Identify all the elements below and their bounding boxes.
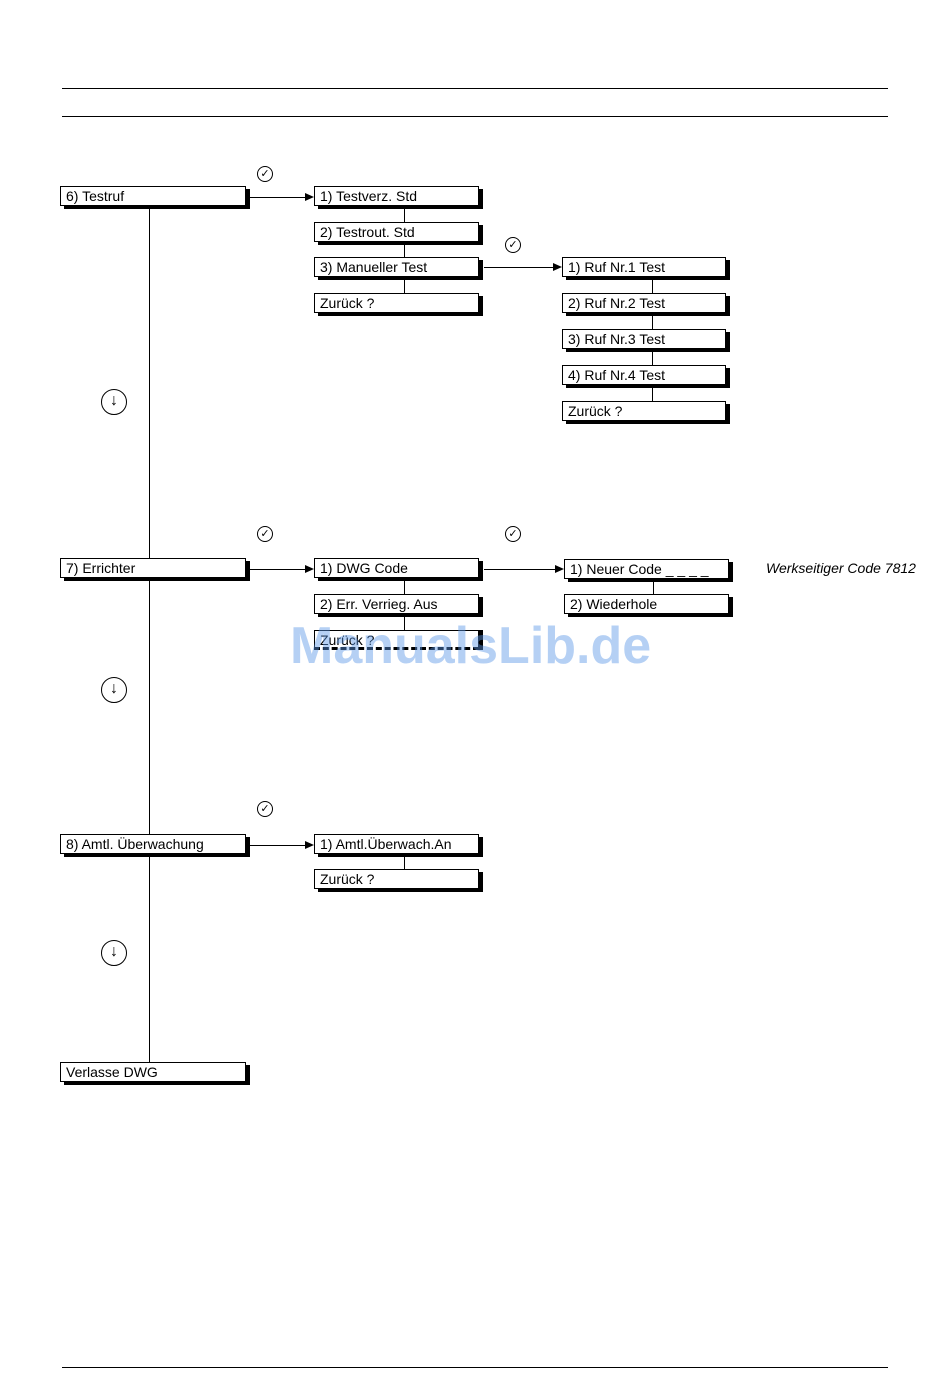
testruf-item-2: 2) Testrout. Std <box>314 222 479 242</box>
factory-code-note: Werkseitiger Code 7812 <box>766 560 916 576</box>
down-arrow-icon: ↓ <box>101 677 127 703</box>
top-rule-2 <box>62 116 888 117</box>
main-spine <box>149 207 150 1063</box>
arrow-right-icon <box>305 841 314 849</box>
arrow-right-icon <box>305 565 314 573</box>
amtl-item-1: 1) Amtl.Überwach.An <box>314 834 479 854</box>
arrow-right-icon <box>305 193 314 201</box>
testruf-item-4: Zurück ? <box>314 293 479 313</box>
testruf-item-1: 1) Testverz. Std <box>314 186 479 206</box>
connector <box>250 569 306 570</box>
down-arrow-icon: ↓ <box>101 389 127 415</box>
connector <box>250 197 306 198</box>
menu-testruf: 6) Testruf <box>60 186 246 206</box>
connector <box>404 853 405 871</box>
connector <box>484 569 556 570</box>
menu-errichter: 7) Errichter <box>60 558 246 578</box>
check-icon: ✓ <box>257 166 273 182</box>
check-icon: ✓ <box>257 526 273 542</box>
dwg-code-item-1: 1) Neuer Code _ _ _ _ <box>564 559 729 579</box>
dwg-code-item-2: 2) Wiederhole <box>564 594 729 614</box>
manual-test-item-2: 2) Ruf Nr.2 Test <box>562 293 726 313</box>
arrow-right-icon <box>555 565 564 573</box>
testruf-item-3: 3) Manueller Test <box>314 257 479 277</box>
errichter-item-1: 1) DWG Code <box>314 558 479 578</box>
errichter-item-3: Zurück ? <box>314 630 479 650</box>
check-icon: ✓ <box>257 801 273 817</box>
amtl-item-2: Zurück ? <box>314 869 479 889</box>
errichter-item-2: 2) Err. Verrieg. Aus <box>314 594 479 614</box>
menu-amtl-ueberwachung: 8) Amtl. Überwachung <box>60 834 246 854</box>
connector <box>250 845 306 846</box>
watermark: ManualsLib.de <box>290 617 652 675</box>
connector <box>404 205 405 295</box>
manual-test-item-1: 1) Ruf Nr.1 Test <box>562 257 726 277</box>
menu-verlasse-dwg: Verlasse DWG <box>60 1062 246 1082</box>
top-rule-1 <box>62 88 888 89</box>
down-arrow-icon: ↓ <box>101 940 127 966</box>
connector <box>484 267 554 268</box>
manual-test-item-3: 3) Ruf Nr.3 Test <box>562 329 726 349</box>
manual-test-item-5: Zurück ? <box>562 401 726 421</box>
bottom-rule <box>62 1367 888 1368</box>
check-icon: ✓ <box>505 526 521 542</box>
connector <box>653 578 654 596</box>
arrow-right-icon <box>553 263 562 271</box>
check-icon: ✓ <box>505 237 521 253</box>
manual-test-item-4: 4) Ruf Nr.4 Test <box>562 365 726 385</box>
